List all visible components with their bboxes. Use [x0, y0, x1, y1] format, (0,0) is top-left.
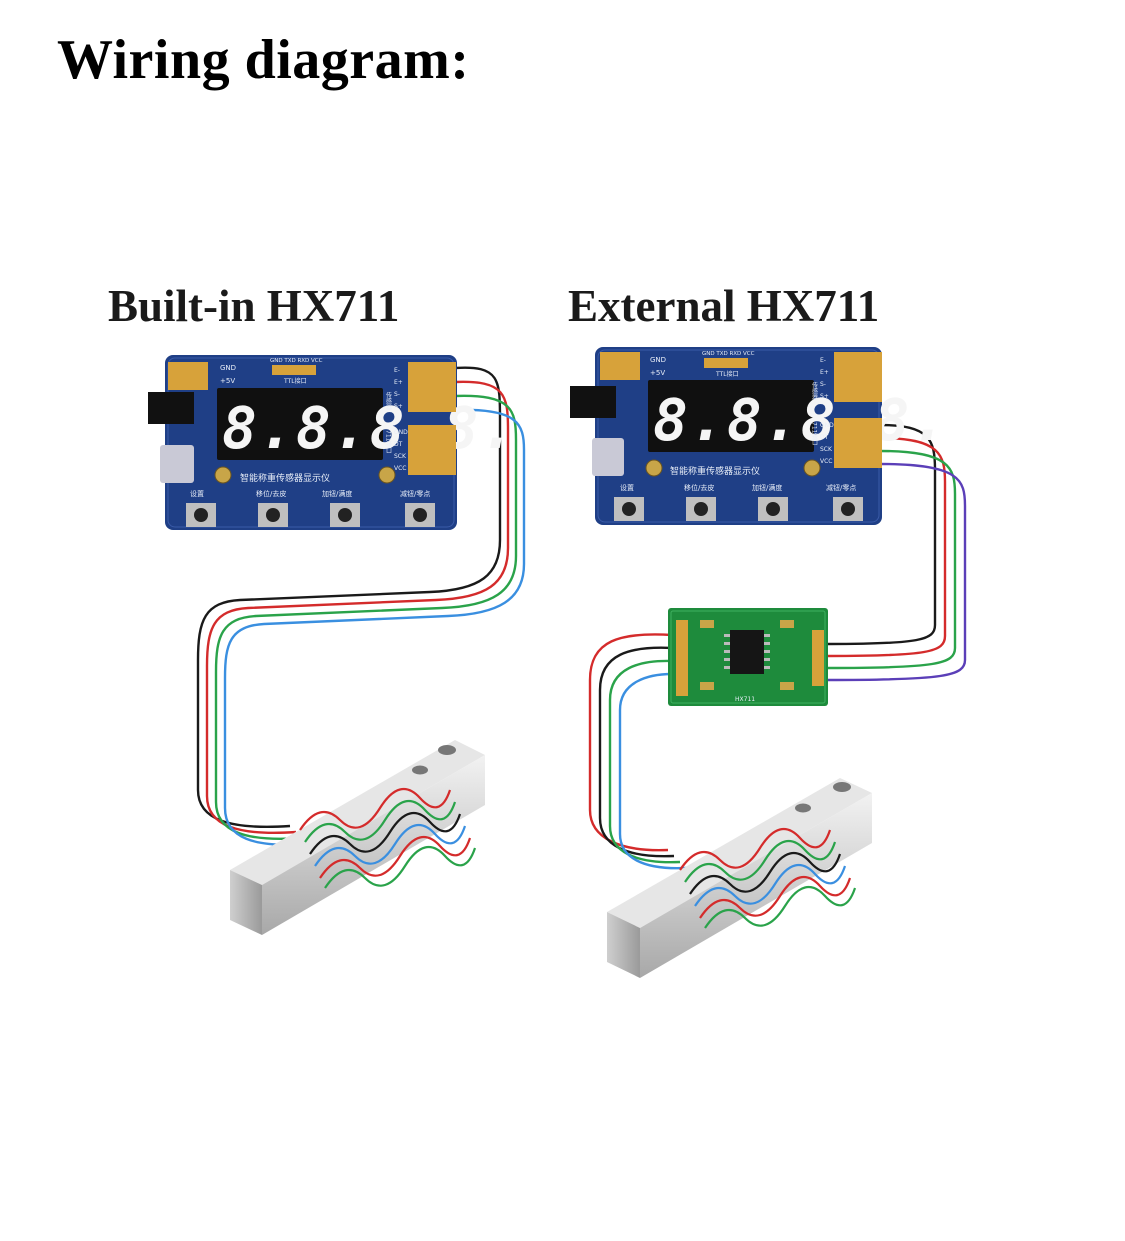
pin-sck: SCK: [394, 453, 407, 460]
ttl-header-label: GND TXD RXD VCC: [702, 351, 755, 357]
pin-dt: DT: [820, 434, 829, 441]
display-digits: 8.8.8.8.: [653, 386, 948, 454]
gnd-label: GND: [220, 364, 236, 372]
board-label: 智能称重传感器显示仪: [240, 472, 330, 484]
external-panel: GND +5V GND TXD RXD VCC TTL接口 8.8.8.8. E…: [570, 347, 967, 978]
button-label-minus: 减钮/零点: [826, 483, 856, 492]
pin-s-minus: S-: [820, 381, 826, 388]
gnd-label: GND: [650, 356, 666, 364]
pin-sck: SCK: [820, 446, 833, 453]
hx711-side-label: 711接口: [385, 430, 392, 455]
button-label-plus: 加钮/满度: [322, 489, 352, 498]
power-jack: [148, 392, 194, 424]
pin-e-plus: E+: [820, 369, 829, 376]
seven-segment-display: [217, 388, 383, 460]
pin-s-minus: S-: [394, 391, 400, 398]
button-label-shift: 移位/去皮: [684, 483, 714, 492]
builtin-wires: [196, 366, 526, 846]
button-label-plus: 加钮/满度: [752, 483, 782, 492]
display-digits: 8.8.8.8.: [222, 394, 517, 462]
external-cell-wires: [588, 633, 687, 870]
seven-segment-display: [648, 380, 814, 452]
hx711-chip: [730, 630, 764, 674]
board-label: 智能称重传感器显示仪: [670, 465, 760, 477]
pin-gnd: GND: [394, 429, 408, 436]
ttl-sub-label: TTL接口: [283, 377, 307, 385]
pin-e-plus: E+: [394, 379, 403, 386]
pin-vcc: VCC: [394, 465, 406, 472]
ttl-sub-label: TTL接口: [715, 370, 739, 378]
external-load-cell: [607, 778, 872, 978]
builtin-load-cell: [230, 740, 485, 935]
pin-e-minus: E-: [820, 357, 826, 364]
panel-title-builtin: Built-in HX711: [108, 281, 400, 331]
hx711-module: HX711: [668, 608, 828, 706]
power-jack: [570, 386, 616, 418]
ttl-header-label: GND TXD RXD VCC: [270, 358, 323, 364]
button-label-minus: 减钮/零点: [400, 489, 430, 498]
button-label-set: 设置: [620, 483, 634, 492]
5v-label: +5V: [220, 377, 235, 385]
external-display-board: GND +5V GND TXD RXD VCC TTL接口 8.8.8.8. E…: [570, 347, 948, 525]
sensor-side-label: 传感器: [385, 391, 392, 411]
page-heading: Wiring diagram:: [57, 29, 470, 91]
pin-dt: DT: [394, 441, 403, 448]
pin-gnd: GND: [820, 422, 834, 429]
builtin-display-board: GND +5V GND TXD RXD VCC TTL接口 8.8.8.8. E…: [148, 355, 517, 530]
5v-label: +5V: [650, 369, 665, 377]
pin-s-plus: S+: [820, 393, 829, 400]
usb-port: [160, 445, 194, 483]
pin-s-plus: S+: [394, 403, 403, 410]
pin-vcc: VCC: [820, 458, 832, 465]
usb-port: [592, 438, 624, 476]
external-board-wires: [827, 423, 967, 682]
board-buttons: [614, 497, 863, 521]
pin-e-minus: E-: [394, 367, 400, 374]
hx711-side-label: 711接口: [811, 422, 818, 447]
board-buttons: [186, 503, 435, 527]
builtin-panel: GND +5V GND TXD RXD VCC TTL接口 8.8.8.8. E…: [148, 355, 526, 935]
hx711-module-label: HX711: [735, 696, 755, 703]
button-label-shift: 移位/去皮: [256, 489, 286, 498]
sensor-side-label: 传感器: [811, 381, 818, 401]
button-label-set: 设置: [190, 489, 204, 498]
panel-title-external: External HX711: [568, 281, 880, 331]
